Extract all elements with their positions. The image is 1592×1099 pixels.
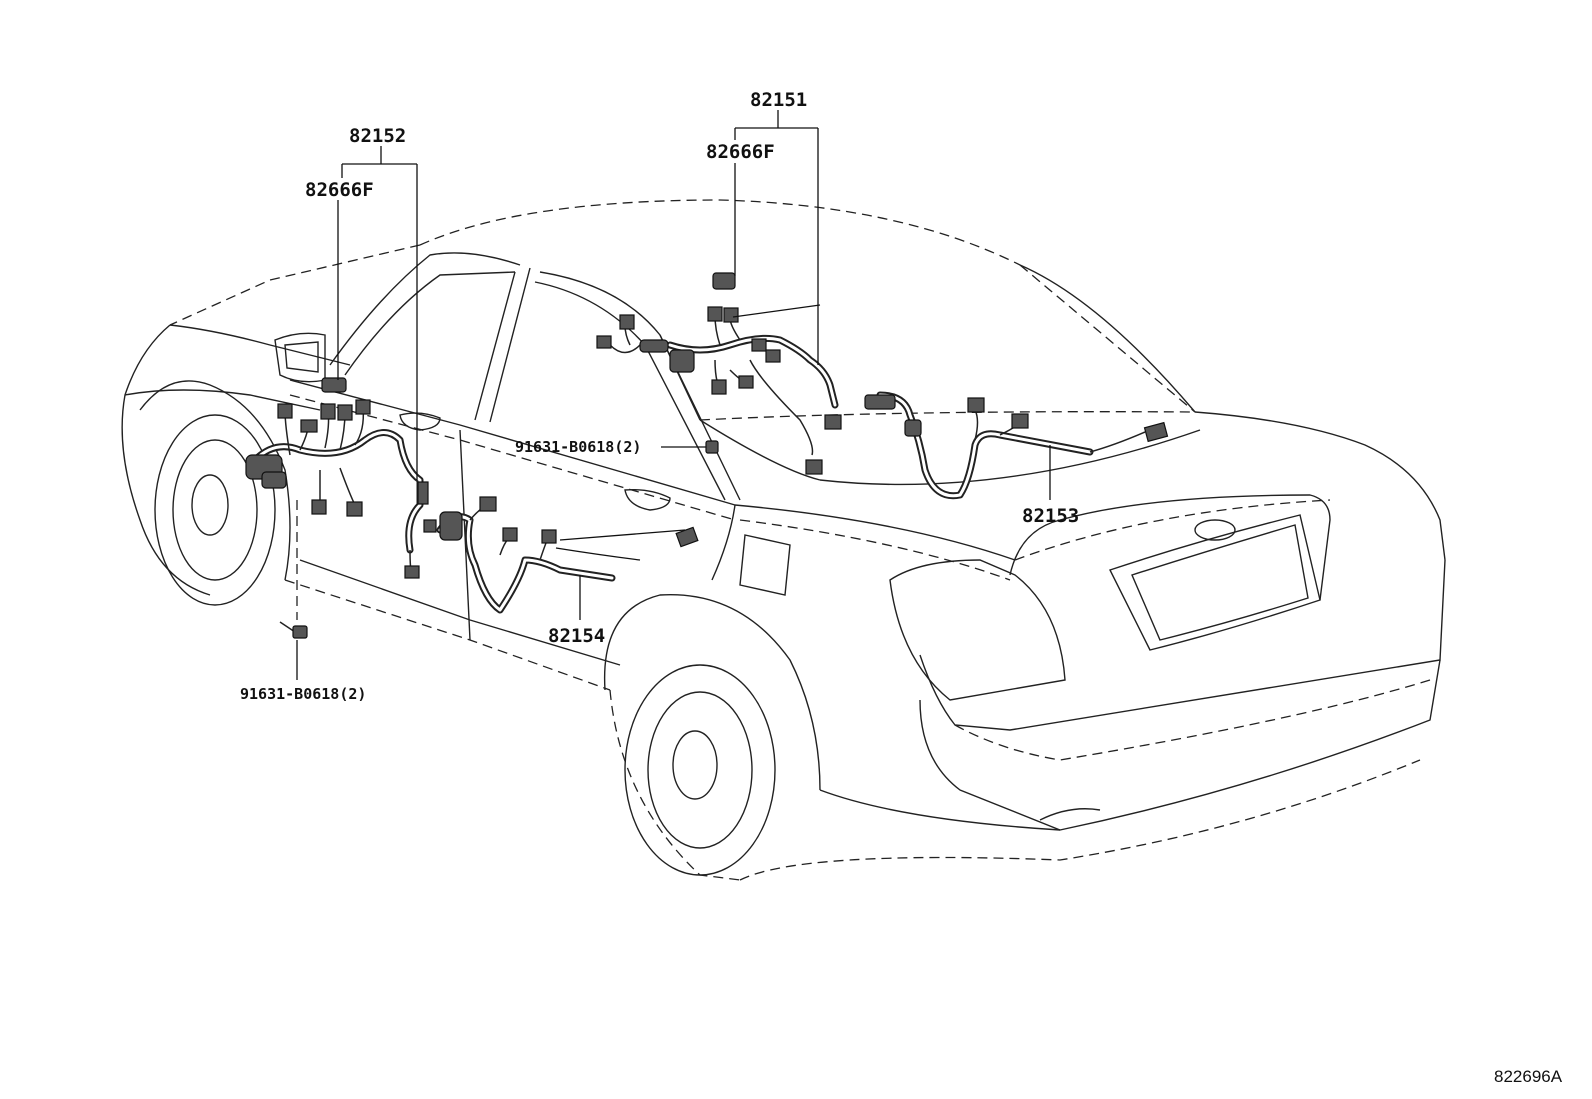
label-rear-door-harness: 82154 <box>548 625 605 647</box>
diagram-reference-code: 822696A <box>1494 1067 1563 1086</box>
label-bolt-middle: 91631-B0618(2) <box>515 438 641 456</box>
car-body-outline <box>121 199 1446 881</box>
label-bolt-lower: 91631-B0618(2) <box>240 685 366 703</box>
label-front-door-harness: 82152 <box>349 125 406 147</box>
label-rear-harness: 82153 <box>1022 505 1079 527</box>
label-roof-harness: 82151 <box>750 89 807 111</box>
bolt-middle-icon <box>705 440 719 454</box>
leader-lines <box>296 110 1051 680</box>
label-clamp-right: 82666F <box>706 141 775 163</box>
rear-door-harness <box>423 496 699 614</box>
rear-harness <box>864 391 1169 500</box>
front-door-harness <box>245 377 429 579</box>
label-clamp-left: 82666F <box>305 179 374 201</box>
roof-harness <box>596 272 842 475</box>
bolt-lower-icon <box>279 621 308 639</box>
